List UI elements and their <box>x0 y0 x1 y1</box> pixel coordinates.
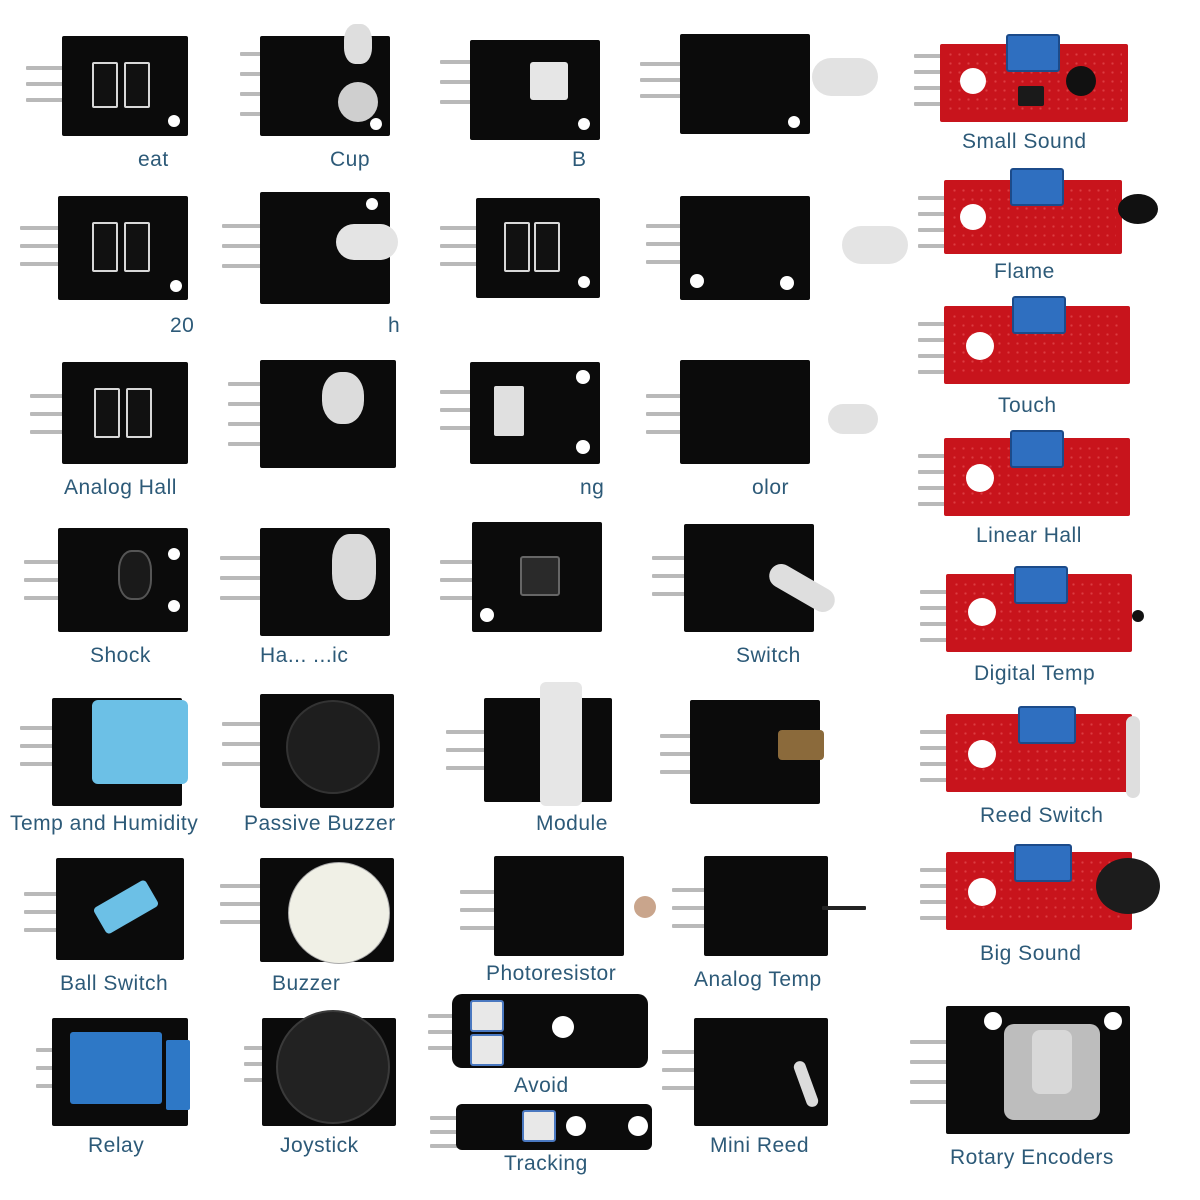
label-flame: Flame <box>994 260 1055 283</box>
label-ds18b20: 20 <box>170 314 195 337</box>
label-mini-reed: Mini Reed <box>710 1134 810 1157</box>
label-big-sound: Big Sound <box>980 942 1082 965</box>
label-heartbeat: eat <box>138 148 169 171</box>
label-shock: Shock <box>90 644 151 667</box>
label-joystick: Joystick <box>280 1134 359 1157</box>
label-tracking: Tracking <box>504 1152 588 1175</box>
label-rotary-encoders: Rotary Encoders <box>950 1146 1114 1169</box>
label-touch: Touch <box>998 394 1057 417</box>
label-analog-temp: Analog Temp <box>694 968 822 991</box>
label-analog-hall: Analog Hall <box>64 476 177 499</box>
label-ball-switch: Ball Switch <box>60 972 169 995</box>
label-magic-cup: Cup <box>330 148 371 171</box>
label-photoresistor: Photoresistor <box>486 962 617 985</box>
label-relay: Relay <box>88 1134 145 1157</box>
label-7color-flash: h <box>388 314 401 337</box>
label-passive-buzzer: Passive Buzzer <box>244 812 396 835</box>
label-switch: Switch <box>736 644 801 667</box>
label-light-interrupt: ng <box>580 476 605 499</box>
label-rgb: B <box>572 148 587 171</box>
label-temp-humidity: Temp and Humidity <box>10 812 199 835</box>
label-module: Module <box>536 812 608 835</box>
label-two-color-5mm: olor <box>752 476 790 499</box>
label-buzzer: Buzzer <box>272 972 341 995</box>
label-small-sound: Small Sound <box>962 130 1087 153</box>
label-hall-magnetic: Ha... ...ic <box>260 644 349 667</box>
label-digital-temp: Digital Temp <box>974 662 1096 685</box>
label-linear-hall: Linear Hall <box>976 524 1082 547</box>
label-avoid: Avoid <box>514 1074 569 1097</box>
label-reed-switch: Reed Switch <box>980 804 1104 827</box>
